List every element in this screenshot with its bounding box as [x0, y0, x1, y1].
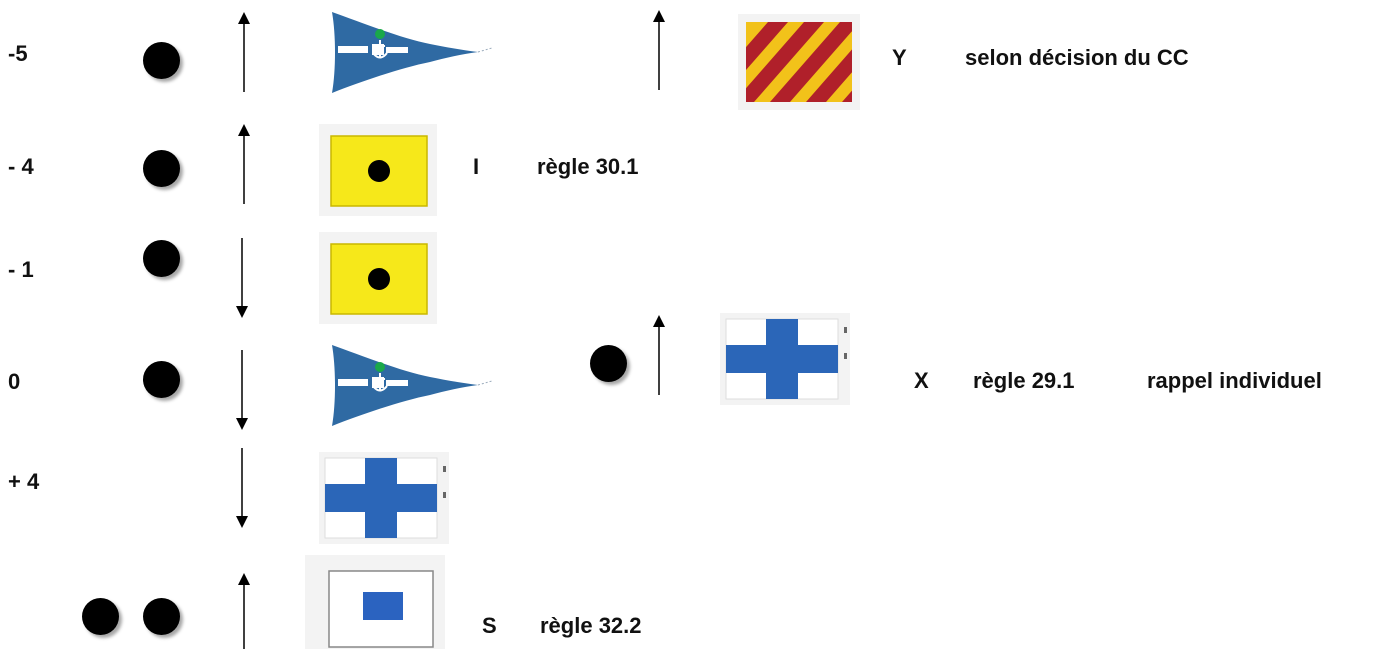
sound-signal-dot	[143, 150, 180, 187]
time-label-minus-1: - 1	[8, 257, 34, 282]
flag-x-rule: règle 29.1	[973, 368, 1075, 393]
sound-signal-dot	[590, 345, 627, 382]
time-label-minus-4: - 4	[8, 154, 34, 179]
sound-signal-dot	[143, 42, 180, 79]
sound-signal-dot	[143, 240, 180, 277]
sound-signal-dot	[82, 598, 119, 635]
time-label-0: 0	[8, 369, 21, 394]
flag-x	[720, 313, 850, 410]
flag-y	[738, 14, 860, 115]
flag-i-rule: règle 30.1	[537, 154, 639, 179]
time-label-plus-4: + 4	[8, 469, 40, 494]
flag-i-letter: I	[473, 154, 480, 179]
flag-s	[305, 555, 445, 654]
sound-signal-dot	[143, 361, 180, 398]
flag-x-note: rappel individuel	[1147, 368, 1322, 393]
arrow-down-icon	[236, 448, 248, 528]
arrow-up-icon	[653, 10, 665, 90]
flag-x	[319, 452, 449, 549]
flag-x-letter: X	[914, 368, 929, 393]
arrow-up-icon	[238, 124, 250, 204]
flag-y-letter: Y	[892, 45, 907, 70]
flag-s-rule: règle 32.2	[540, 613, 642, 638]
sound-signal-dot	[143, 598, 180, 635]
club-pennant-flag	[330, 343, 495, 433]
flag-i	[319, 232, 437, 329]
arrow-down-icon	[236, 350, 248, 430]
arrow-up-icon	[238, 12, 250, 92]
flag-s-letter: S	[482, 613, 497, 638]
club-pennant-flag	[330, 10, 495, 100]
arrow-down-icon	[236, 238, 248, 318]
arrow-up-icon	[653, 315, 665, 395]
time-label-minus-5: -5	[8, 41, 28, 66]
flag-y-note: selon décision du CC	[965, 45, 1189, 70]
flag-i	[319, 124, 437, 221]
arrow-up-icon	[238, 573, 250, 649]
